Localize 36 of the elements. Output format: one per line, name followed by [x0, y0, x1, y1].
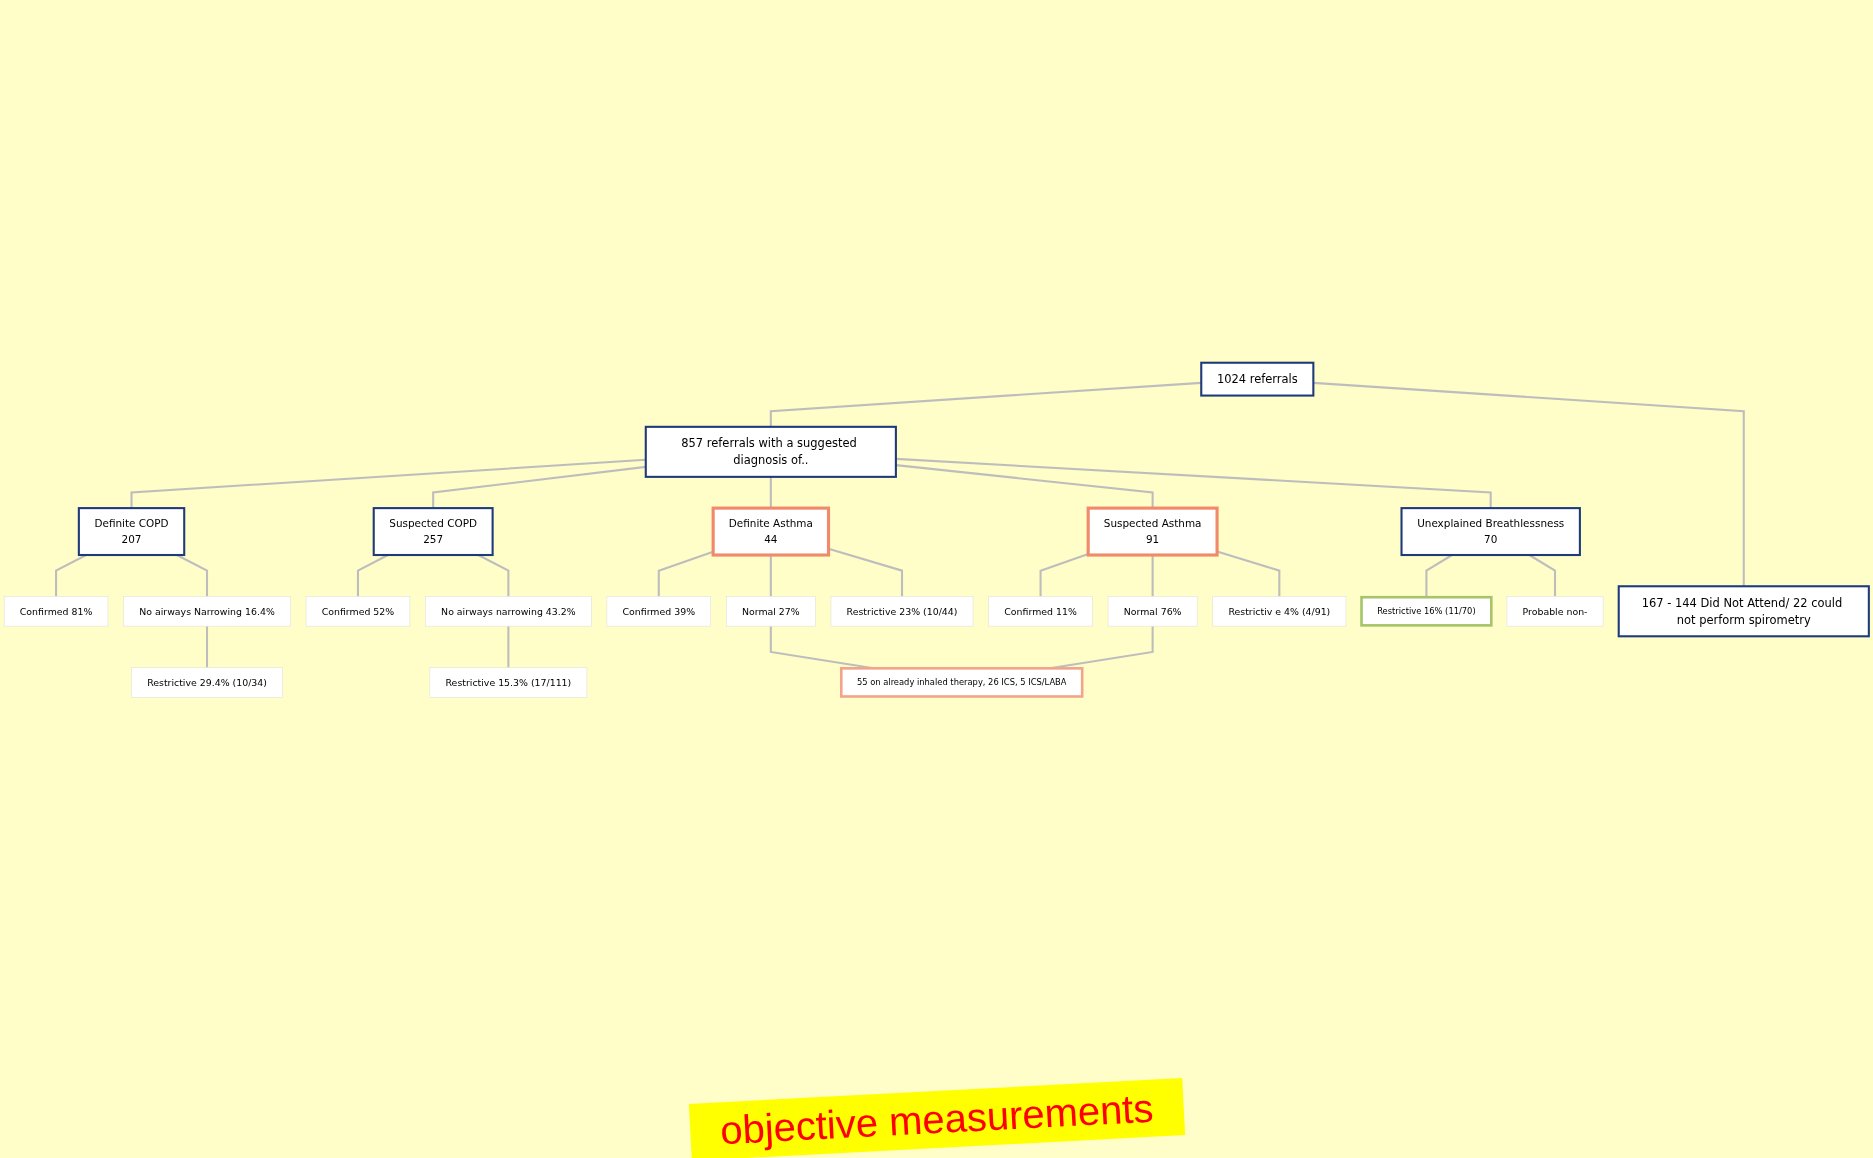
connector [507, 626, 510, 668]
node-box: Normal 27% [726, 596, 816, 627]
node-box: Confirmed 52% [305, 596, 411, 627]
node-box: No airways narrowing 43.2% [425, 596, 592, 627]
node-box: Confirmed 81% [3, 596, 109, 627]
connector [895, 464, 1154, 509]
node-box: Restrictive 15.3% (17/111) [429, 667, 588, 698]
connector [130, 458, 646, 509]
node-box: Definite COPD 207 [77, 507, 186, 557]
connector [895, 457, 1492, 509]
connector [769, 476, 772, 509]
node-box: Suspected COPD 257 [372, 507, 494, 557]
connector [1151, 555, 1154, 597]
node-box: 167 - 144 Did Not Attend/ 22 could not perform spirometry [1617, 585, 1870, 638]
connector [769, 555, 772, 597]
node-box: 55 on already inhaled therapy, 26 ICS, 5 ICS/LABA [839, 667, 1084, 698]
node-box: Normal 76% [1107, 596, 1198, 627]
node-box: 1024 referrals [1200, 361, 1315, 397]
connector [1039, 553, 1089, 597]
node-box: Probable non- [1506, 596, 1604, 627]
banner-text: objective measurements [688, 1078, 1185, 1158]
node-box: Confirmed 39% [606, 596, 711, 627]
node-box: 857 referrals with a suggested diagnosis of.. [644, 425, 897, 478]
node-box: Definite Asthma 44 [711, 506, 831, 557]
connector [432, 465, 646, 509]
node-box: Restrictive 29.4% (10/34) [131, 667, 283, 698]
node-box: Restrictiv e 4% (4/91) [1212, 596, 1347, 627]
node-box: Unexplained Breathlessness 70 [1400, 507, 1581, 557]
connector [769, 381, 1202, 427]
node-box: Suspected Asthma 91 [1086, 506, 1219, 557]
connector [1313, 381, 1745, 587]
node-box: Restrictive 16% (11/70) [1360, 595, 1493, 627]
connector [205, 626, 209, 668]
node-box: Restrictive 23% (10/44) [830, 596, 974, 627]
node-box: No airways Narrowing 16.4% [123, 596, 291, 627]
node-box: Confirmed 11% [988, 596, 1093, 627]
